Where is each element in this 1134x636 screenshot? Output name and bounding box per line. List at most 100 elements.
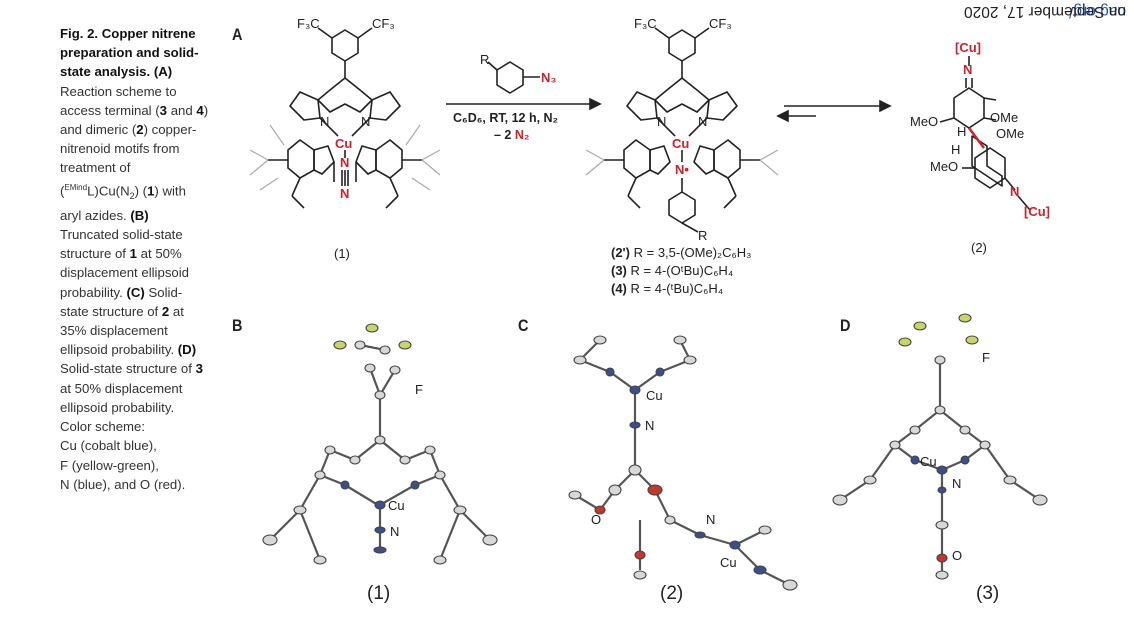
r-group-text: R = 3,5-(OMe)₂C₆H₃ bbox=[633, 245, 752, 260]
caption-d-text: at 50% displacement ellipsoid probabilit… bbox=[60, 380, 183, 415]
caption-compound: 2 bbox=[161, 303, 170, 319]
atom-n-label: N bbox=[645, 418, 655, 433]
conditions-line1: C₆D₆, RT, 12 h, N₂ bbox=[453, 111, 559, 125]
structure-3-label: (3) bbox=[976, 583, 1000, 604]
cf3-right-label: CF₃ bbox=[709, 16, 732, 31]
panel-letter-d: D bbox=[840, 316, 851, 335]
panel-letter-c: C bbox=[518, 316, 529, 335]
atom-n-label: N bbox=[390, 524, 400, 539]
azide-label: N₃ bbox=[541, 70, 557, 85]
caption-color-scheme: Color scheme: bbox=[60, 419, 146, 435]
caption-compound: 1 bbox=[129, 246, 137, 262]
caption-a-text: and bbox=[170, 102, 193, 118]
n-label: N bbox=[320, 114, 330, 129]
caption-d-text: Solid-state structure of bbox=[60, 361, 192, 377]
caption-a-text: Reaction scheme to access terminal ( bbox=[60, 83, 177, 118]
compound-2-label: (2) bbox=[971, 240, 987, 255]
r-label: R bbox=[480, 52, 490, 67]
compound-1-structure bbox=[268, 27, 422, 209]
meo-label: MeO bbox=[930, 159, 959, 174]
n-label: N bbox=[698, 114, 708, 129]
ortep-structure-1 bbox=[262, 323, 498, 565]
caption-d-label: (D) bbox=[177, 342, 197, 358]
panel-letter-b: B bbox=[232, 316, 243, 335]
caption-sub: 2 bbox=[129, 190, 135, 201]
caption-compound: 3 bbox=[159, 102, 168, 118]
compound-3-structure bbox=[604, 27, 760, 233]
caption-b-text: Truncated solid-state structure of bbox=[60, 227, 183, 262]
caption-c-text: at 35% displacement ellipsoid probabilit… bbox=[60, 303, 184, 358]
conditions-line2: – 2 N₂ bbox=[494, 128, 529, 142]
r-group-3: (3) R = 4-(OᵗBu)C₆H₄ bbox=[611, 262, 751, 280]
panel-letter-a: A bbox=[232, 25, 243, 44]
dimer-2-structure bbox=[939, 56, 1031, 211]
caption-compound: 2 bbox=[136, 122, 144, 138]
ortep-structure-3 bbox=[832, 313, 1048, 580]
cf3-right-label: CF₃ bbox=[372, 16, 395, 31]
r-group-2prime: (2') R = 3,5-(OMe)₂C₆H₃ bbox=[611, 244, 751, 262]
conditions-minus: – 2 bbox=[494, 128, 512, 142]
caption-color-f: F (yellow-green), bbox=[60, 457, 159, 473]
atom-cu-label: Cu bbox=[920, 454, 937, 469]
r-group-id: (4) bbox=[611, 281, 627, 296]
cu-label: Cu bbox=[335, 136, 353, 151]
cu-label: Cu bbox=[672, 136, 690, 151]
atom-n-label: N bbox=[952, 476, 962, 491]
atom-o-label: O bbox=[591, 512, 602, 527]
caption-color-n: N (blue), and O (red). bbox=[60, 476, 186, 492]
r-group-id: (2') bbox=[611, 245, 630, 260]
r-group-4: (4) R = 4-(ᵗBu)C₆H₄ bbox=[611, 280, 751, 298]
atom-f-label: F bbox=[415, 382, 423, 397]
caption-a-text: ) copper-nitrenoid motifs from treatment… bbox=[60, 122, 197, 199]
r-group-text: R = 4-(ᵗBu)C₆H₄ bbox=[630, 281, 724, 296]
h-label: H bbox=[957, 124, 967, 139]
n-label: N bbox=[1010, 184, 1020, 199]
meo-label: MeO bbox=[910, 114, 939, 129]
n-label: N bbox=[657, 114, 667, 129]
figure-caption: Fig. 2. Copper nitrene preparation and s… bbox=[60, 24, 210, 494]
aryl-azide-structure bbox=[487, 61, 540, 94]
atom-cu-label: Cu bbox=[646, 388, 663, 403]
cu-bracket-top: [Cu] bbox=[955, 40, 981, 55]
structure-1-label: (1) bbox=[367, 583, 391, 604]
n-label: N bbox=[361, 114, 371, 129]
r-group-id: (3) bbox=[611, 263, 627, 278]
r-group-list: (2') R = 3,5-(OMe)₂C₆H₃ (3) R = 4-(OᵗBu)… bbox=[611, 244, 751, 298]
caption-c-text: Solid-state structure of bbox=[60, 284, 183, 319]
atom-f-label: F bbox=[982, 350, 990, 365]
ome-label: OMe bbox=[990, 110, 1019, 125]
atom-n-label: N bbox=[706, 512, 716, 527]
caption-color-cu: Cu (cobalt blue), bbox=[60, 438, 157, 454]
caption-compound: 3 bbox=[195, 361, 203, 377]
caption-sup: EMind bbox=[64, 182, 88, 192]
structure-2-label: (2) bbox=[660, 583, 684, 604]
caption-a-text: ) and dimeric ( bbox=[60, 102, 209, 138]
ome-label: OMe bbox=[996, 126, 1025, 141]
caption-a-text: ) with aryl azides. bbox=[60, 183, 186, 223]
n-label: N bbox=[340, 186, 350, 201]
caption-b-text: at 50% displacement ellipsoid probabilit… bbox=[60, 246, 190, 300]
atom-cu-label: Cu bbox=[720, 555, 737, 570]
cf3-left-label: F₃C bbox=[634, 16, 657, 31]
atom-cu-label: Cu bbox=[388, 498, 405, 513]
caption-a-text: L)Cu(N bbox=[87, 183, 130, 199]
compound-1-label: (1) bbox=[334, 246, 350, 261]
ortep-structure-2 bbox=[568, 335, 798, 591]
r-label: R bbox=[698, 228, 708, 243]
n-label: N bbox=[340, 155, 350, 170]
caption-a-label: (A) bbox=[153, 64, 173, 80]
n-label: N bbox=[963, 62, 973, 77]
r-group-text: R = 4-(OᵗBu)C₆H₄ bbox=[630, 263, 734, 278]
caption-a-text: ) ( bbox=[134, 183, 148, 199]
h-label: H bbox=[951, 142, 961, 157]
atom-o-label: O bbox=[952, 548, 963, 563]
caption-b-label: (B) bbox=[130, 207, 149, 223]
caption-title: Fig. 2. Copper nitrene preparation and s… bbox=[60, 26, 199, 80]
cf3-left-label: F₃C bbox=[297, 16, 320, 31]
caption-compound: 1 bbox=[147, 183, 155, 199]
nitrene-radical-label: N• bbox=[675, 162, 689, 177]
caption-compound: 4 bbox=[196, 102, 204, 118]
cu-bracket-bottom: [Cu] bbox=[1024, 204, 1050, 219]
conditions-n2: N₂ bbox=[514, 128, 530, 142]
